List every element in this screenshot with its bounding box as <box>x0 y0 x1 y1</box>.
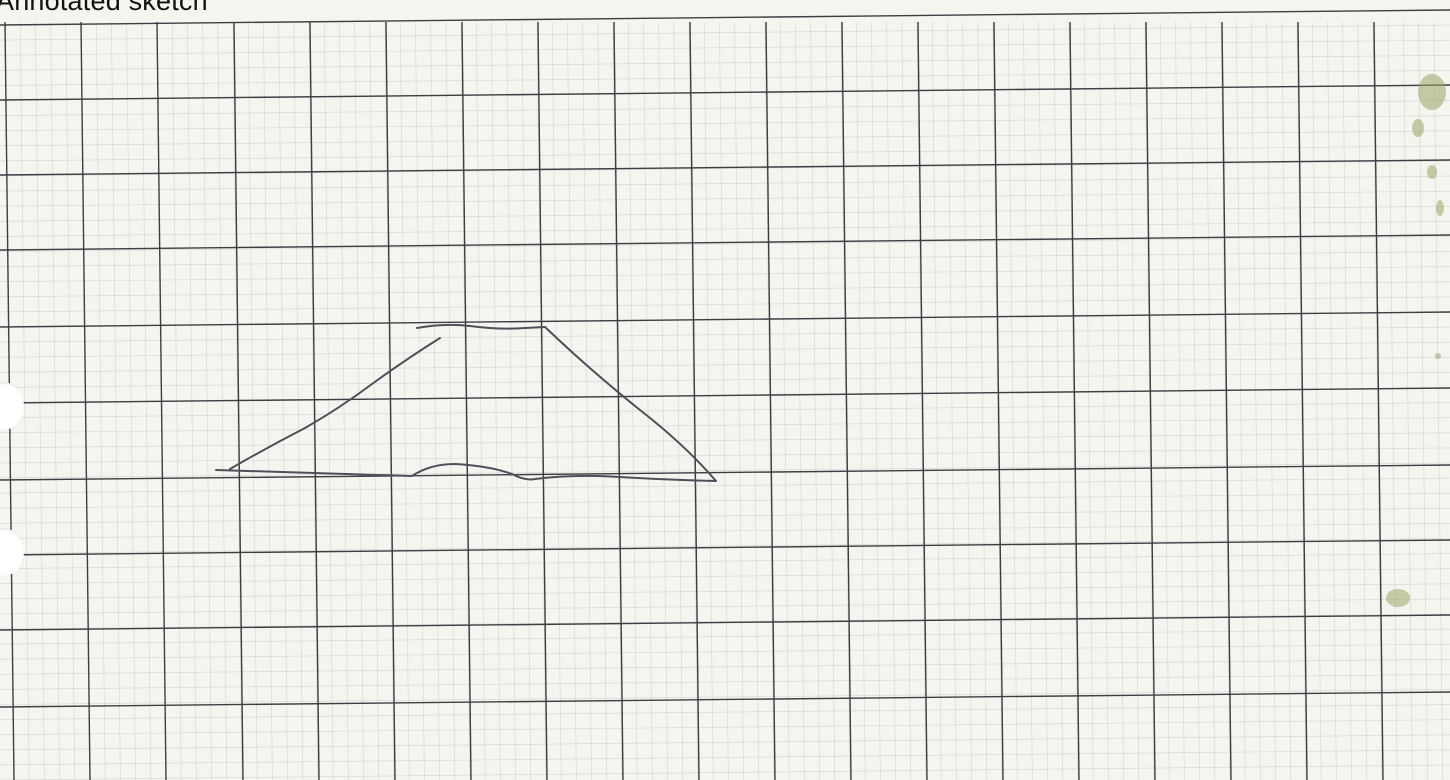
stain <box>1436 200 1444 216</box>
stain <box>1412 119 1424 137</box>
stain <box>1418 74 1446 110</box>
stain <box>1427 165 1437 179</box>
stain <box>1435 353 1441 359</box>
stain <box>1386 589 1410 607</box>
page-title: Annotated sketch <box>0 0 208 17</box>
